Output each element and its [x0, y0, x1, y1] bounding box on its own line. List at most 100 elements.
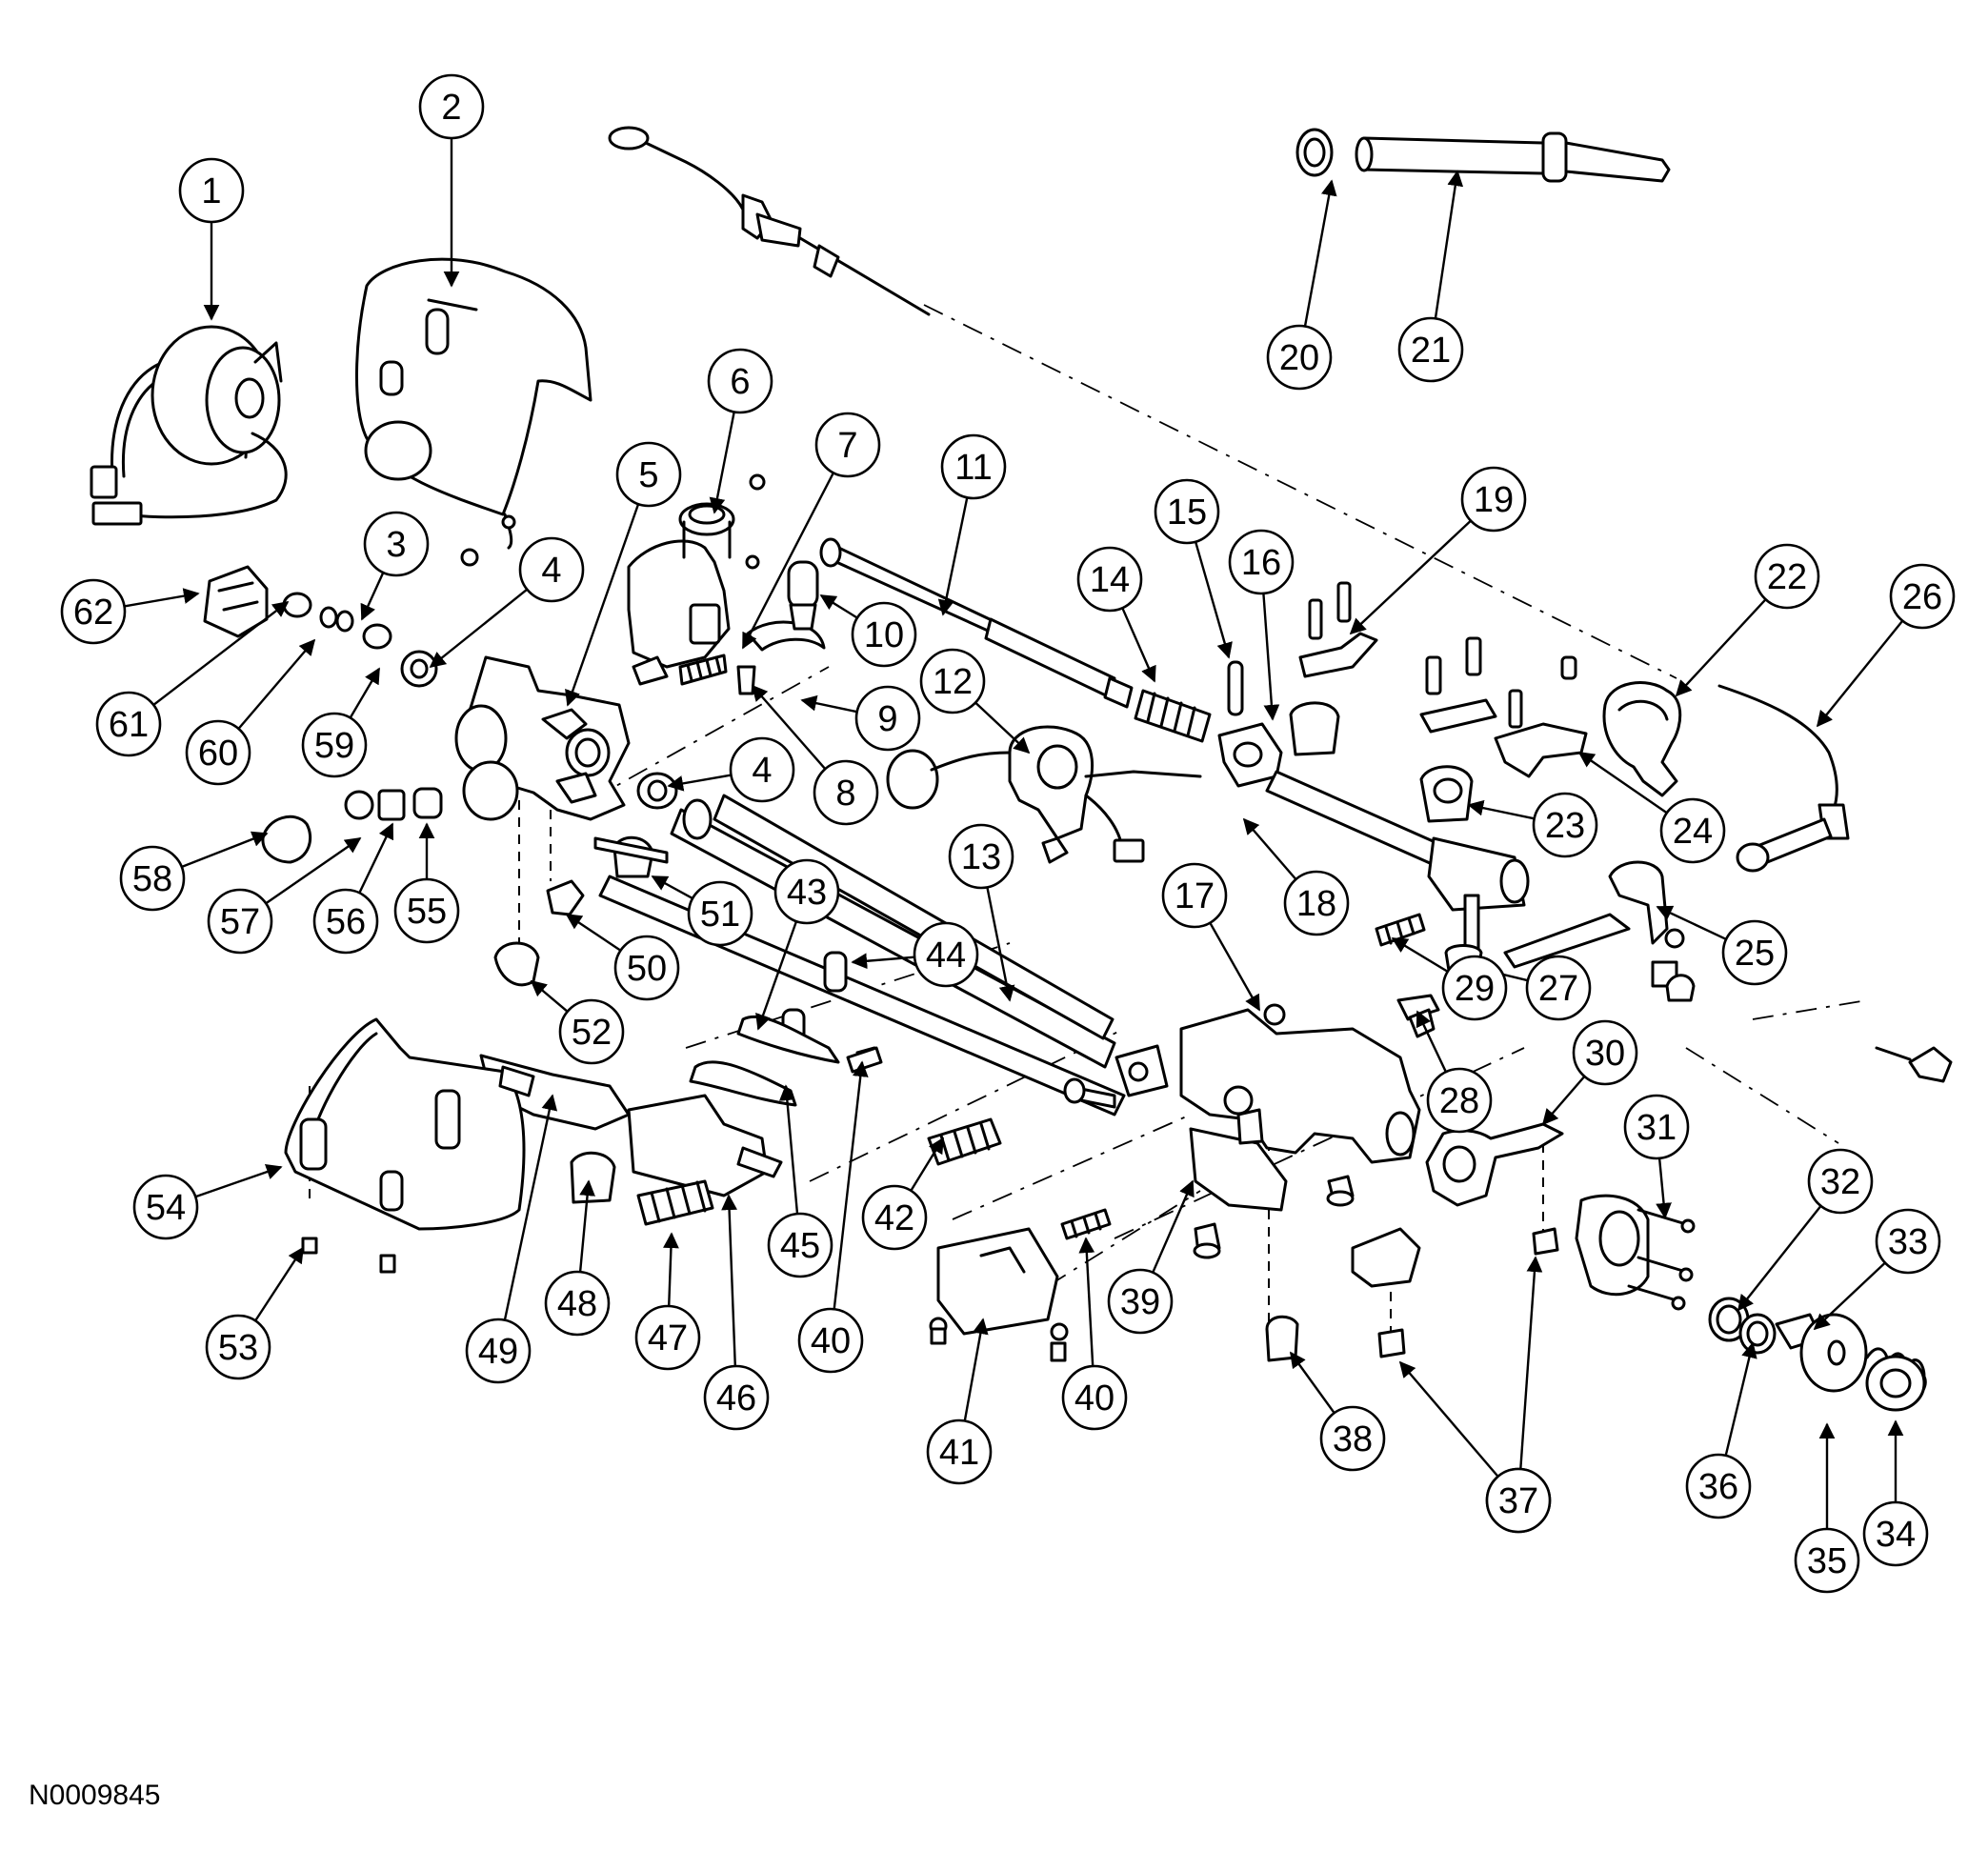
callout-circle [767, 1212, 833, 1278]
callout-number: 24 [1673, 812, 1713, 852]
callout-46: 46 [703, 1194, 770, 1431]
callout-leader-arrow [503, 1094, 558, 1320]
callout-circle [95, 691, 162, 757]
callout-number: 32 [1820, 1162, 1860, 1202]
callout-number: 59 [314, 726, 354, 766]
callout-circle [940, 433, 1007, 500]
callout-circle [948, 823, 1014, 890]
callout-leader-arrow [751, 684, 827, 770]
shift-rod-part [1717, 684, 1850, 873]
callout-number: 62 [73, 593, 113, 633]
callout-number: 12 [933, 662, 973, 702]
callout-53: 53 [205, 1246, 305, 1380]
callout-circle [1426, 1067, 1493, 1134]
callout-leader-arrow [1391, 936, 1449, 973]
callout-44: 44 [851, 921, 979, 988]
callout-56: 56 [312, 822, 394, 955]
callout-circle [703, 1364, 770, 1431]
callout-43: 43 [755, 858, 840, 1031]
callout-leader-arrow [1467, 799, 1535, 820]
callout-number: 45 [780, 1226, 820, 1266]
callout-leader-arrow [741, 472, 834, 650]
callout-leader-arrow [1656, 1157, 1672, 1219]
callout-leader-arrow [1194, 541, 1233, 659]
callout-number: 30 [1585, 1034, 1625, 1074]
small-parts-upper [678, 560, 826, 695]
callout-number: 15 [1167, 493, 1207, 533]
callout-23: 23 [1467, 792, 1598, 858]
lower-housing-part [1063, 1003, 1421, 1362]
callout-leader-arrow [124, 588, 200, 608]
callout-leader-arrow [1675, 598, 1767, 697]
callout-leader-arrow [755, 920, 798, 1031]
callout-number: 46 [716, 1378, 756, 1418]
callout-24: 24 [1577, 752, 1726, 864]
callout-33: 33 [1813, 1208, 1941, 1331]
callout-circle [1076, 546, 1143, 613]
callout-leader-arrow [1519, 1256, 1543, 1470]
callout-leader-arrow [1078, 1237, 1095, 1367]
callout-number: 57 [220, 902, 260, 942]
callout-leader-arrow [1303, 179, 1337, 327]
callout-number: 48 [557, 1284, 597, 1324]
misc-bolts [1665, 974, 1953, 1083]
callout-leader-arrow [778, 1084, 799, 1215]
callout-circle [119, 845, 186, 912]
pivot-pin-part [1295, 128, 1671, 183]
callout-leader-arrow [194, 1164, 283, 1198]
callout-leader-arrow [663, 1232, 679, 1307]
callout-number: 3 [386, 525, 406, 565]
callout-number: 10 [864, 615, 904, 655]
callout-circle [913, 921, 979, 988]
callout-number: 1 [201, 171, 221, 211]
callout-circle [851, 601, 917, 668]
callout-leader-arrow [565, 503, 640, 707]
callout-leader-arrow [254, 1246, 305, 1322]
callout-circle [1154, 478, 1220, 545]
callout-number: 55 [407, 892, 447, 932]
callout-2: 2 [418, 73, 485, 288]
callout-10: 10 [819, 593, 917, 668]
callout-number: 23 [1545, 806, 1585, 846]
callout-40: 40 [1061, 1237, 1128, 1431]
callout-number: 49 [478, 1332, 518, 1372]
callout-leader-arrow [1152, 1179, 1195, 1274]
callout-54: 54 [132, 1164, 283, 1240]
callout-number: 5 [638, 455, 658, 495]
callout-circle [634, 1304, 701, 1371]
callout-number: 14 [1090, 560, 1130, 600]
callout-circle [707, 348, 773, 414]
callout-circle [1107, 1268, 1174, 1335]
callout-42: 42 [861, 1137, 945, 1251]
callout-number: 36 [1698, 1467, 1738, 1507]
figure-code: N0009845 [29, 1780, 161, 1811]
callout-28: 28 [1416, 1010, 1493, 1134]
callout-leader-arrow [237, 638, 316, 730]
callout-number: 19 [1474, 480, 1514, 520]
callout-leader-arrow [1398, 1360, 1499, 1478]
callout-circle [1721, 919, 1788, 986]
callout-number: 41 [939, 1433, 979, 1473]
callout-20: 20 [1266, 179, 1337, 391]
callout-circle [1794, 1527, 1860, 1594]
callout-leader-arrow [1416, 1010, 1447, 1073]
callout-leader-arrow [1349, 519, 1472, 635]
callout-circle [1875, 1208, 1941, 1275]
callout-30: 30 [1541, 1019, 1638, 1126]
callout-35: 35 [1794, 1422, 1860, 1594]
callout-circle [1061, 1364, 1128, 1431]
callout-36: 36 [1685, 1341, 1757, 1519]
callout-31: 31 [1623, 1094, 1690, 1219]
callout-circle [919, 648, 986, 714]
callout-circle [1397, 316, 1464, 383]
callout-leader-arrow [819, 593, 858, 619]
callout-circle [1441, 955, 1508, 1021]
callout-leader-arrow [1242, 817, 1297, 880]
callout-number: 28 [1439, 1081, 1479, 1121]
callout-circle [687, 880, 753, 947]
callout-circle [1485, 1467, 1552, 1534]
callout-4: 4 [667, 736, 795, 803]
callout-circle [613, 935, 680, 1001]
callout-number: 16 [1241, 543, 1281, 583]
